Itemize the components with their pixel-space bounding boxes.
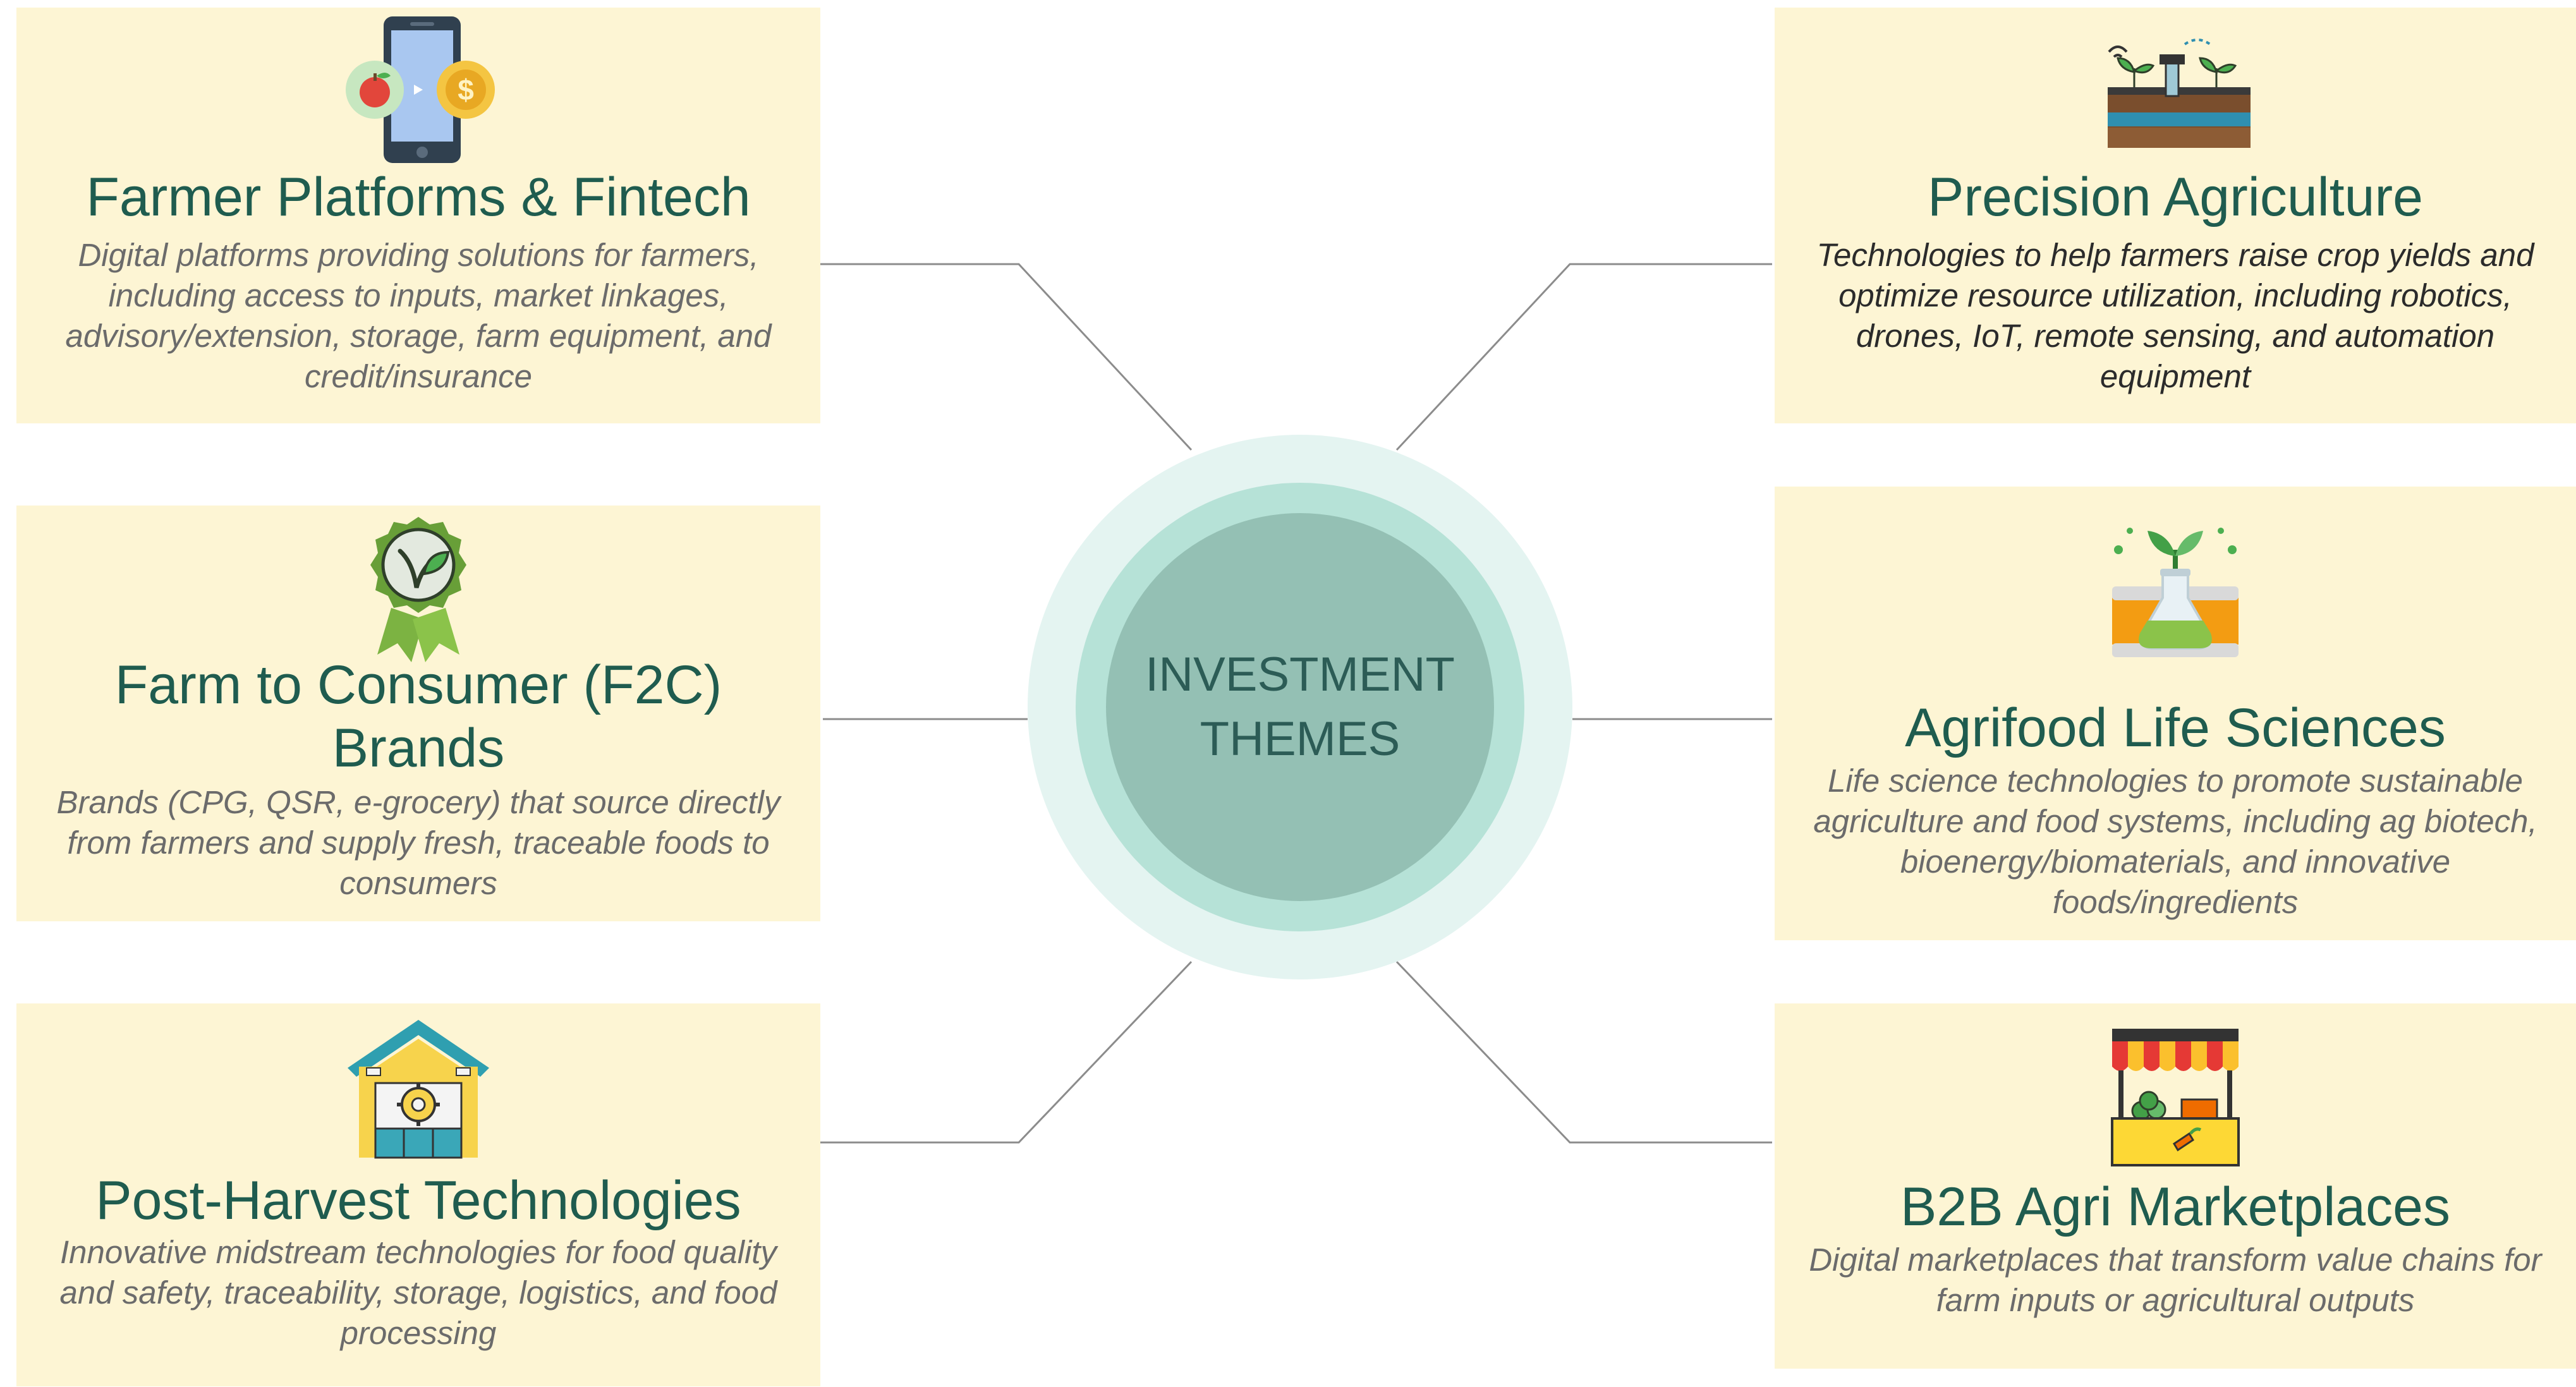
theme-title: Farm to Consumer (F2C) Brands xyxy=(114,655,722,778)
theme-description: Digital platforms providing solutions fo… xyxy=(65,237,772,394)
theme-description: Life science technologies to promote sus… xyxy=(1813,763,2537,920)
vegan-badge-icon xyxy=(370,517,466,662)
theme-description: Brands (CPG, QSR, e-grocery) that source… xyxy=(56,784,781,901)
lab-flask-sprout-icon xyxy=(2112,528,2239,657)
theme-card-b2b-marketplaces: B2B Agri Marketplaces Digital marketplac… xyxy=(1775,1003,2576,1369)
theme-title: Precision Agriculture xyxy=(1928,167,2423,227)
market-stall-icon xyxy=(2111,1029,2240,1166)
connector-top-left xyxy=(817,263,1193,451)
theme-title: Post-Harvest Technologies xyxy=(95,1170,741,1231)
theme-card-agrifood-life-sciences: Agrifood Life Sciences Life science tech… xyxy=(1775,487,2576,940)
theme-title: B2B Agri Marketplaces xyxy=(1900,1177,2450,1237)
hub-title: INVESTMENT THEMES xyxy=(1145,648,1455,766)
theme-description: Technologies to help farmers raise crop … xyxy=(1816,237,2534,394)
theme-description: Innovative midstream technologies for fo… xyxy=(59,1234,777,1351)
connector-top-right xyxy=(1395,263,1772,451)
connector-bottom-left xyxy=(817,960,1193,1144)
connector-bottom-right xyxy=(1395,960,1772,1144)
smartphone-fintech-icon: $ xyxy=(346,16,495,163)
warehouse-icon xyxy=(348,1020,489,1159)
theme-card-farmer-platforms: $ Farmer Platforms & Fintech Digital pla… xyxy=(16,8,820,423)
hub-core: INVESTMENT THEMES xyxy=(1106,513,1494,901)
svg-text:$: $ xyxy=(458,73,474,106)
theme-description: Digital marketplaces that transform valu… xyxy=(1809,1242,2542,1318)
theme-title: Farmer Platforms & Fintech xyxy=(86,167,751,227)
theme-card-f2c-brands: Farm to Consumer (F2C) Brands Brands (CP… xyxy=(16,506,820,921)
theme-title: Agrifood Life Sciences xyxy=(1905,698,2446,758)
theme-card-precision-agriculture: Precision Agriculture Technologies to he… xyxy=(1775,8,2576,423)
theme-card-post-harvest: Post-Harvest Technologies Innovative mid… xyxy=(16,1003,820,1386)
smart-irrigation-icon xyxy=(2108,39,2251,148)
